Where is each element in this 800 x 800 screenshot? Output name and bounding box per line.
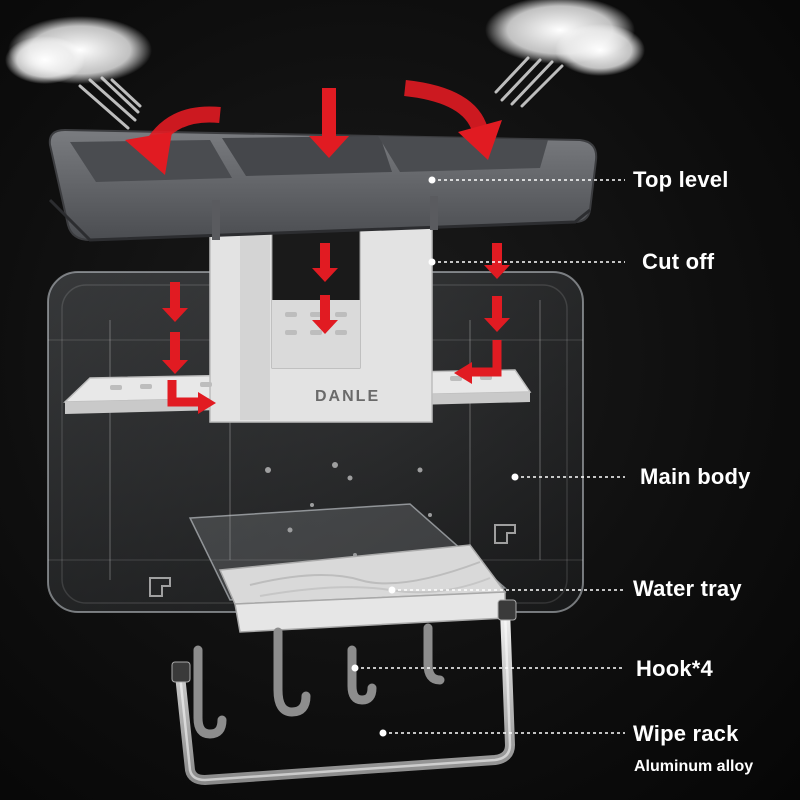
callout-leaders (351, 176, 625, 737)
label-cut-off: Cut off (642, 249, 715, 274)
brand-logo: DANLE (315, 388, 381, 405)
flow-arrows (125, 80, 510, 414)
hooks (193, 623, 445, 739)
label-hooks: Hook*4 (636, 656, 713, 681)
label-water-tray: Water tray (633, 576, 742, 601)
label-wipe-rack: Wipe rack (633, 721, 739, 746)
wipe-rack (171, 599, 517, 786)
label-top-level: Top level (633, 167, 729, 192)
water-tray (188, 503, 507, 633)
top-level-shelf (48, 128, 598, 242)
steam-cloud-right (485, 0, 645, 108)
steam-cloud-left (5, 16, 152, 130)
label-main-body: Main body (640, 464, 751, 489)
label-wipe-rack-material: Aluminum alloy (634, 758, 754, 775)
